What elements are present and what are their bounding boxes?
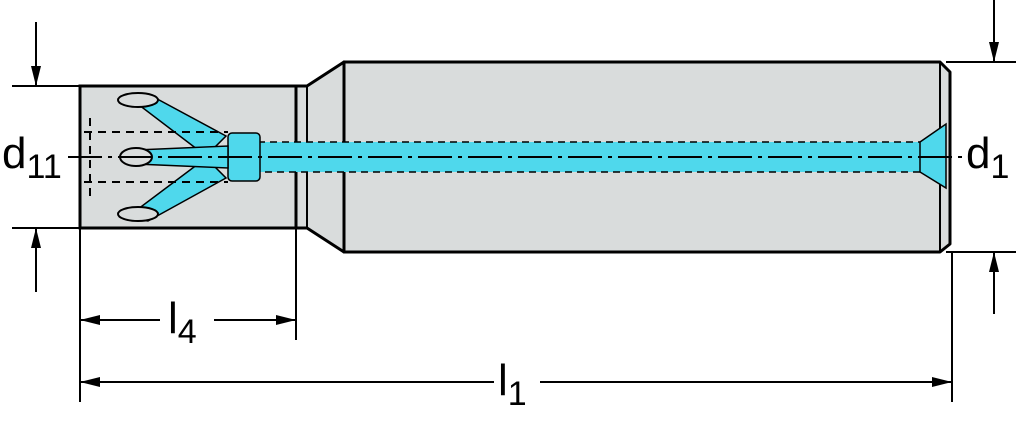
label-d11-main: d: [2, 129, 26, 178]
label-d11: d11: [2, 129, 62, 186]
coolant-outlet-upper: [117, 92, 159, 108]
label-d1-main: d: [966, 129, 990, 178]
hidden-lines: [84, 118, 228, 196]
label-l4-sub: 4: [178, 313, 197, 351]
label-l4-main: l: [168, 294, 178, 343]
label-l4: l4: [168, 294, 197, 351]
label-d1: d1: [966, 129, 1009, 186]
label-l1-main: l: [498, 356, 508, 405]
label-d1-sub: 1: [990, 148, 1009, 186]
label-d11-sub: 11: [26, 148, 61, 186]
label-l1-sub: 1: [508, 375, 527, 413]
dimension-lines: [12, 0, 1016, 402]
coolant-outlet-lower: [117, 206, 159, 222]
label-l1: l1: [498, 356, 527, 413]
